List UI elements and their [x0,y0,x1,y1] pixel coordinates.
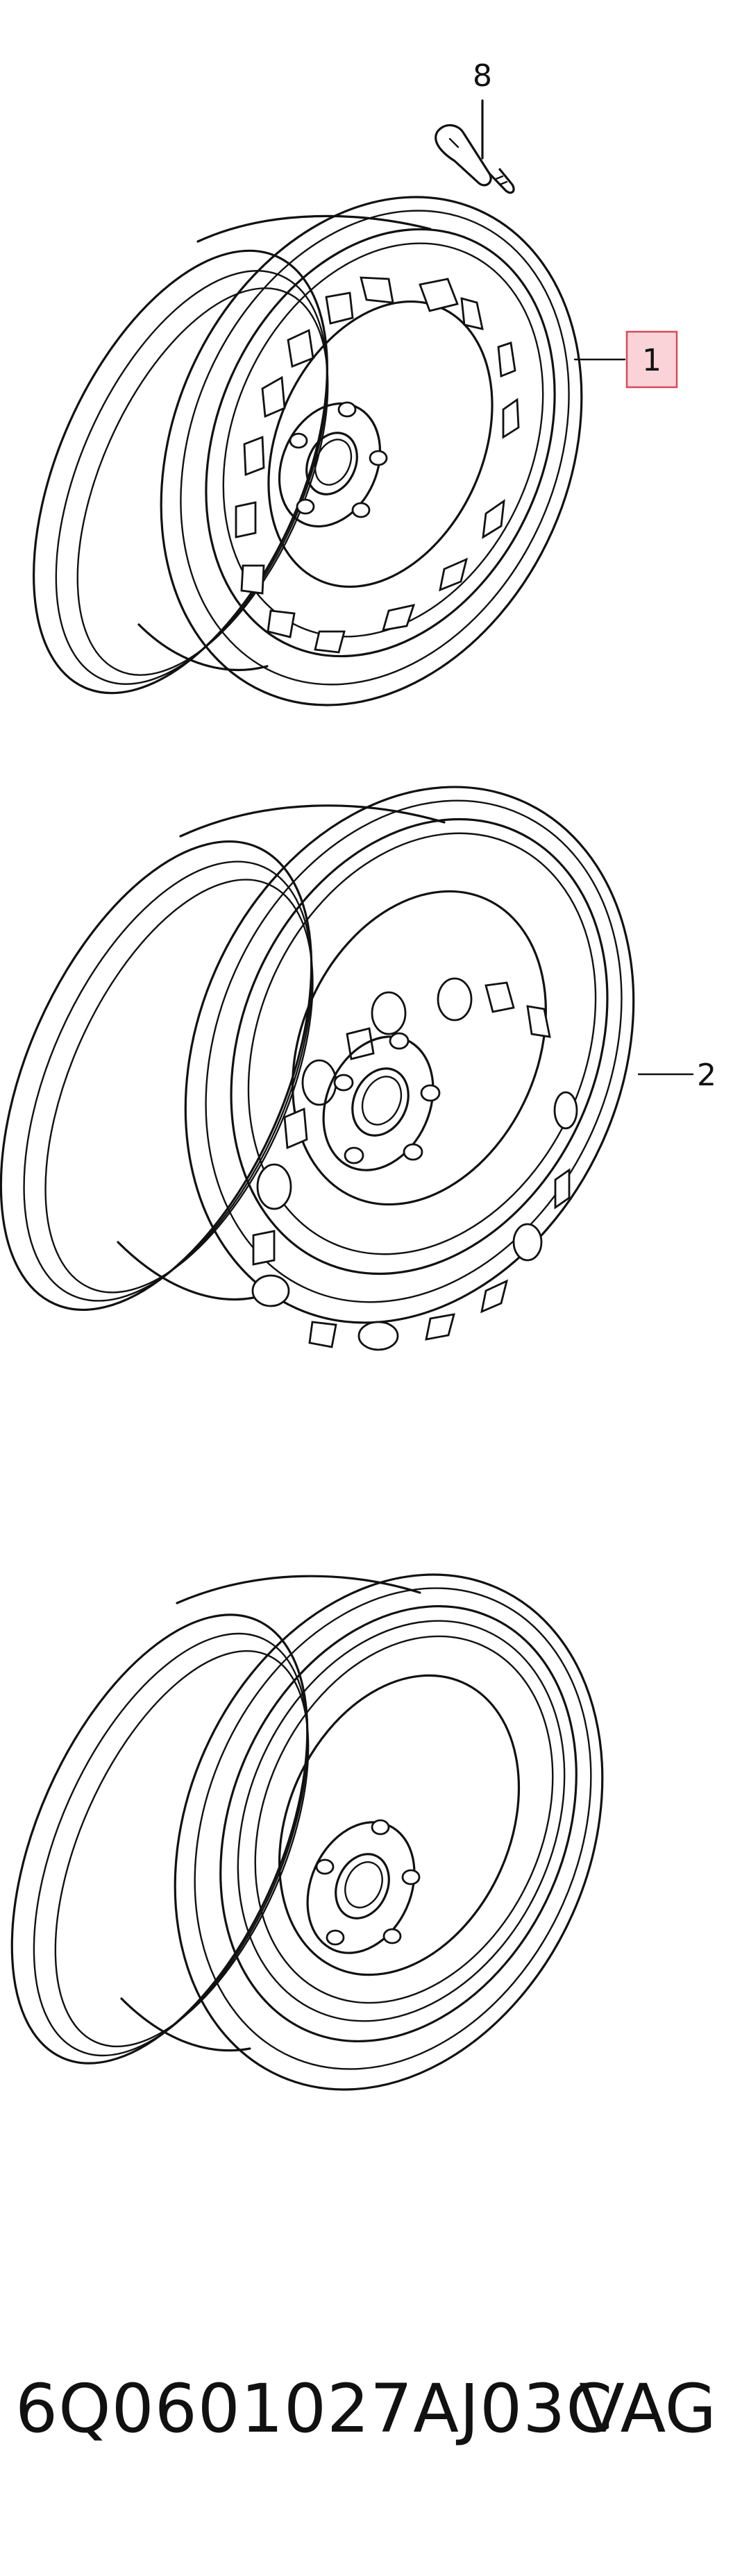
steel-wheel-middle[interactable] [0,715,716,1395]
callout-label-wheel-top: 1 [642,343,662,378]
steel-wheel-bottom[interactable] [0,1506,682,2158]
footer: 6Q0601027AJ03C VAG [15,2370,716,2453]
cooling-holes [251,977,578,1351]
callout-label-valve: 8 [473,58,492,94]
cooling-holes [235,276,520,654]
valve-stem[interactable] [435,99,515,194]
steel-wheel-top[interactable] [0,130,659,772]
part-number: 6Q0601027AJ03C [15,2370,614,2448]
brand-label: VAG [579,2370,716,2448]
callout-box-wheel-top[interactable] [625,330,678,389]
callout-label-wheel-middle: 2 [697,1058,716,1093]
